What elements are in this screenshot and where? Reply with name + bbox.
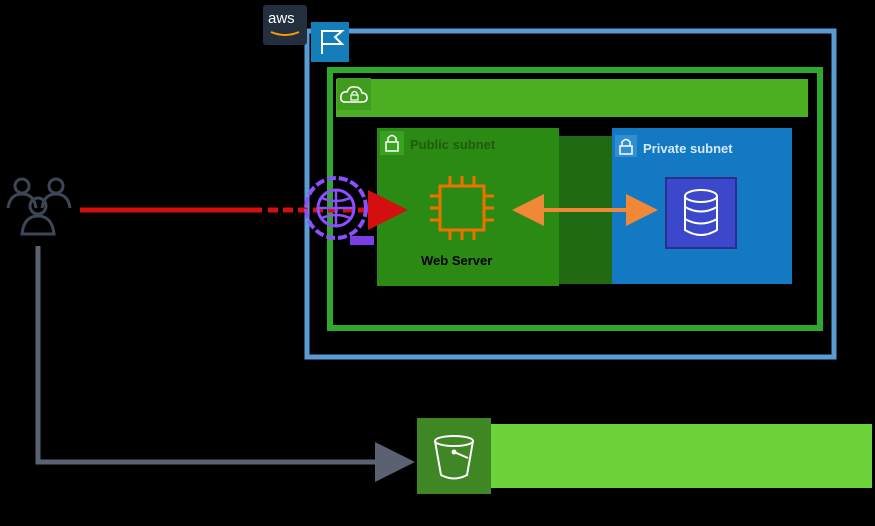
vpc-header-band xyxy=(336,79,808,117)
storage-connector-arrow xyxy=(35,246,415,482)
flag-icon xyxy=(311,22,349,62)
storage-band xyxy=(490,424,872,488)
private-subnet-lock-icon xyxy=(615,135,637,157)
web-server-label: Web Server xyxy=(421,253,493,268)
private-subnet-label: Private subnet xyxy=(643,141,733,156)
public-subnet-label: Public subnet xyxy=(410,137,496,152)
aws-logo-text: aws xyxy=(268,10,295,27)
public-subnet-lock-icon xyxy=(380,131,404,155)
region-boundary xyxy=(304,28,837,360)
cloud-lock-icon xyxy=(337,78,371,110)
users-group-icon xyxy=(6,177,72,236)
s3-bucket-icon xyxy=(417,418,491,494)
aws-logo xyxy=(263,5,307,45)
internet-gateway-icon xyxy=(304,176,374,245)
vpc-boundary xyxy=(327,67,823,331)
ec2-chip-icon xyxy=(430,176,494,240)
database-icon xyxy=(665,177,737,249)
